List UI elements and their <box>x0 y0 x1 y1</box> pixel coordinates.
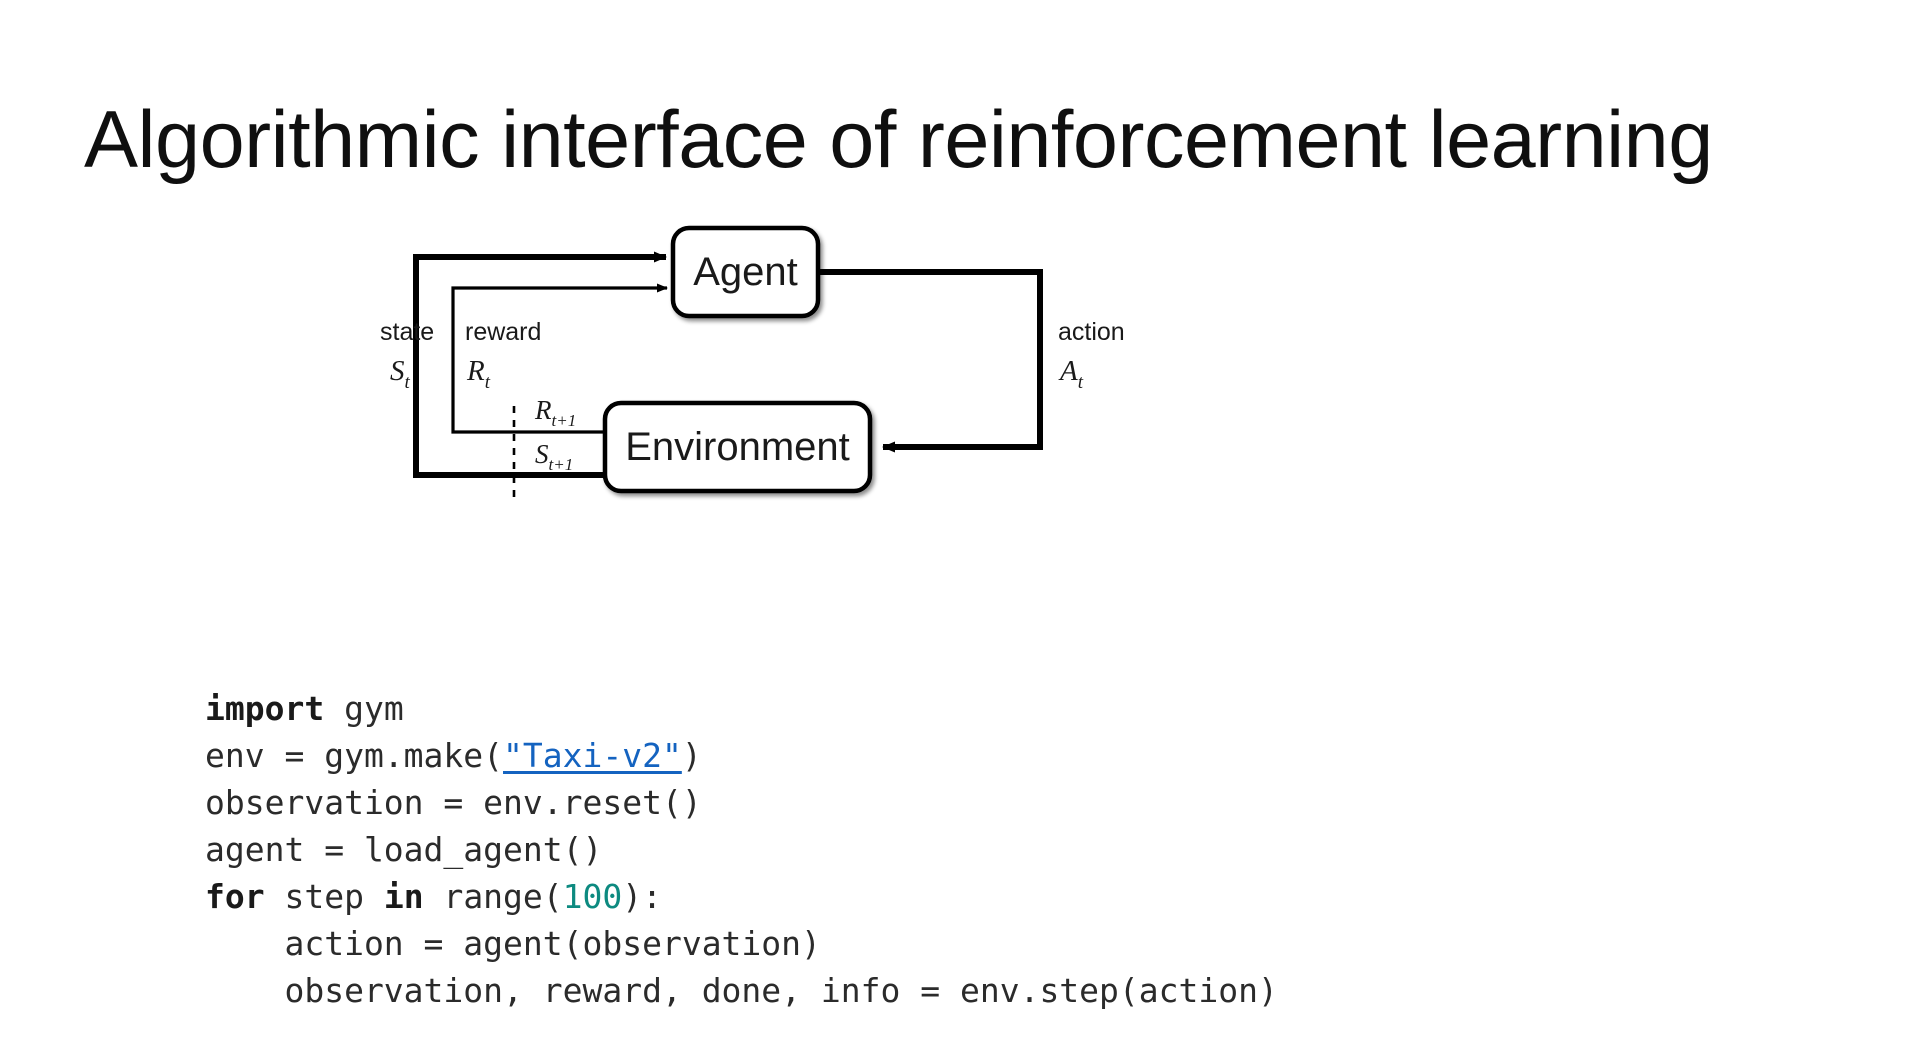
reward-label: reward <box>465 318 541 346</box>
code-text: range( <box>423 877 563 916</box>
code-line: env = gym.make("Taxi-v2") <box>205 732 1278 779</box>
code-line: action = agent(observation) <box>205 920 1278 967</box>
code-line: observation, reward, done, info = env.st… <box>205 967 1278 1014</box>
code-text: env = gym.make( <box>205 736 504 775</box>
environment-box: Environment <box>602 400 873 494</box>
action-arrow <box>818 269 1043 453</box>
code-line: for step in range(100): <box>205 873 1278 920</box>
next-state-symbol: St+1 <box>535 439 573 474</box>
taxi-v2-env-link[interactable]: "Taxi-v2" <box>503 736 682 775</box>
state-label-group: state St <box>380 318 434 393</box>
state-feedback-arrow <box>413 251 667 478</box>
code-keyword: in <box>383 877 424 916</box>
next-reward-symbol: Rt+1 <box>534 395 576 430</box>
code-line: agent = load_agent() <box>205 826 1278 873</box>
page-title: Algorithmic interface of reinforcement l… <box>84 95 1713 186</box>
agent-box: Agent <box>670 225 821 319</box>
code-line: import gym <box>205 685 1278 732</box>
code-line: observation = env.reset() <box>205 779 1278 826</box>
code-text: agent = load_agent() <box>205 830 603 869</box>
code-keyword: import <box>205 689 325 728</box>
agent-environment-diagram: Agent Environment state St reward Rt <box>380 210 1200 540</box>
reward-symbol: Rt <box>466 355 491 393</box>
state-label: state <box>380 318 434 346</box>
reward-feedback-arrow <box>451 283 668 434</box>
action-label-group: action At <box>1058 318 1125 393</box>
reward-label-group: reward Rt <box>465 318 541 393</box>
code-text: action = agent(observation) <box>205 924 821 963</box>
environment-box-label: Environment <box>625 425 850 469</box>
code-text: gym <box>324 689 404 728</box>
code-keyword: for <box>205 877 265 916</box>
action-label: action <box>1058 318 1125 346</box>
code-number-literal: 100 <box>562 877 623 916</box>
agent-box-label: Agent <box>693 250 798 294</box>
code-text: step <box>264 877 384 916</box>
code-text: ) <box>681 736 702 775</box>
code-text: observation, reward, done, info = env.st… <box>205 971 1278 1010</box>
code-text: ): <box>622 877 663 916</box>
code-text: observation = env.reset() <box>205 783 702 822</box>
action-symbol: At <box>1058 355 1084 393</box>
state-symbol: St <box>390 355 411 393</box>
